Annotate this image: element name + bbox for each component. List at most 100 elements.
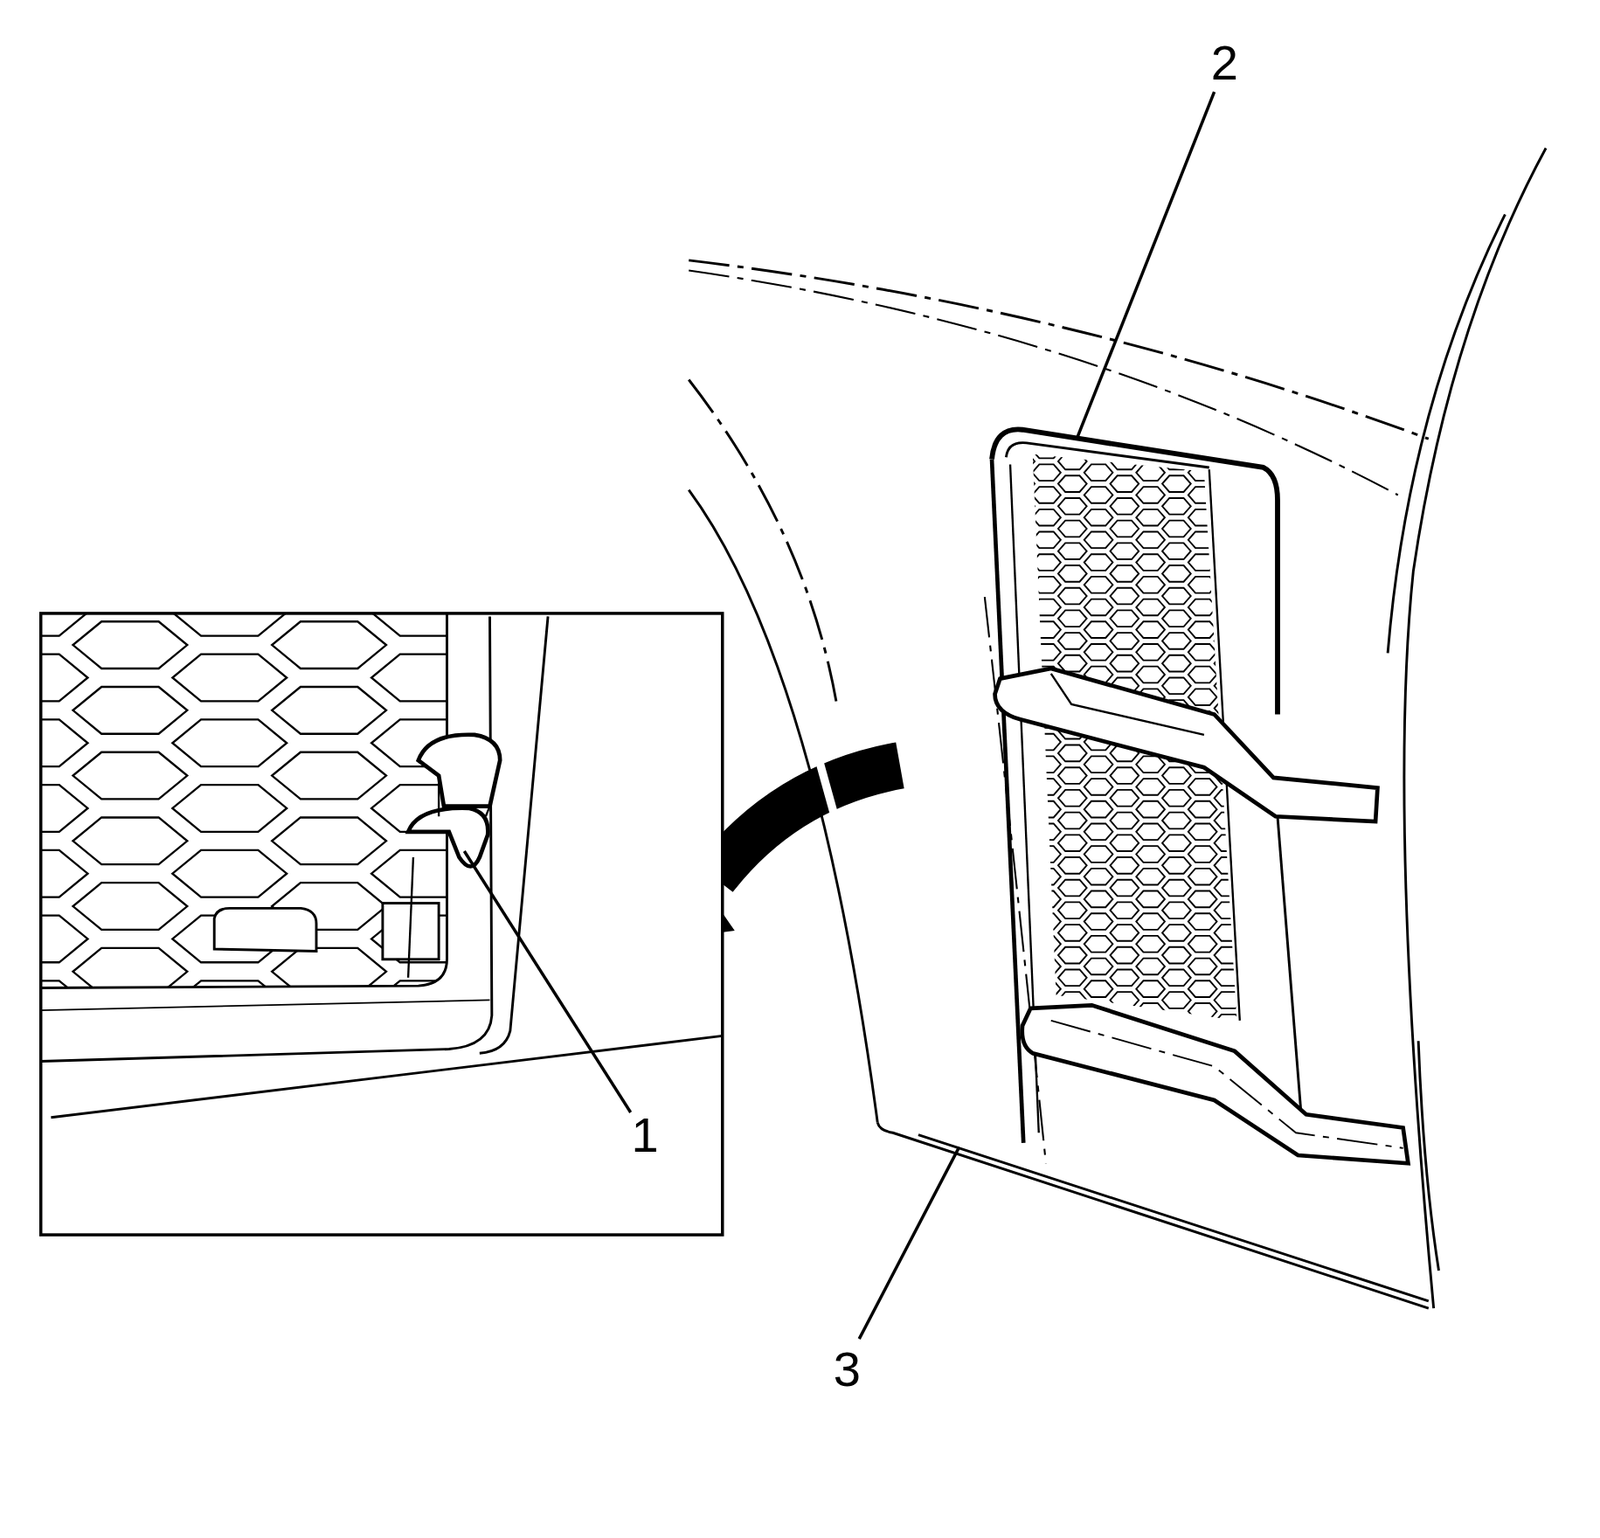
mesh-cell <box>1214 565 1244 582</box>
mesh-cell <box>1214 632 1244 650</box>
mesh-cell <box>1214 969 1244 986</box>
mesh-cell <box>1032 935 1061 953</box>
mesh-cell <box>1135 778 1165 796</box>
mesh-cell <box>1032 734 1061 751</box>
mesh-cell <box>1135 913 1165 930</box>
mesh-cell <box>1188 935 1218 953</box>
mesh-cell <box>1188 688 1218 706</box>
mesh-cell <box>1005 991 1035 1009</box>
mesh-cell <box>1188 980 1218 998</box>
mesh-cell <box>1005 722 1035 740</box>
mesh-cell <box>1135 980 1165 998</box>
mesh-cell <box>271 686 387 735</box>
mesh-cell <box>1084 801 1114 818</box>
mesh-cell <box>1214 542 1244 560</box>
mesh-cell <box>1109 609 1139 627</box>
mesh-cell <box>1109 453 1139 471</box>
mesh-cell <box>1239 532 1269 549</box>
mesh-cell <box>1188 778 1218 796</box>
mesh-cell <box>1084 980 1114 998</box>
mesh-cell <box>1032 554 1061 571</box>
mesh-cell <box>1032 644 1061 661</box>
mesh-cell <box>1109 991 1139 1009</box>
mesh-cell <box>1162 947 1192 964</box>
mesh-cell <box>1109 565 1139 582</box>
mesh-cell <box>1058 453 1088 471</box>
mesh-cell <box>1109 947 1139 964</box>
mesh-cell <box>1084 868 1114 886</box>
mesh-cell <box>1188 554 1218 571</box>
mesh-cell <box>1084 755 1114 773</box>
mesh-cell <box>1135 576 1165 594</box>
mesh-cell <box>41 784 89 832</box>
mesh-cell <box>1239 442 1269 459</box>
mesh-cell <box>1005 745 1035 762</box>
mesh-cell <box>1084 532 1114 549</box>
mesh-cell <box>1109 969 1139 986</box>
mesh-cell <box>1058 924 1088 942</box>
mesh-cell <box>1239 509 1269 527</box>
mesh-cell <box>1162 834 1192 852</box>
mesh-cell <box>1162 609 1192 627</box>
mesh-cell <box>1005 834 1035 852</box>
mesh-cell <box>1058 834 1088 852</box>
mesh-cell <box>1162 857 1192 874</box>
mesh-cell <box>1109 588 1139 605</box>
mesh-cell <box>1239 891 1269 908</box>
mesh-cell <box>1214 677 1244 694</box>
mesh-cell <box>1058 542 1088 560</box>
mesh-cell <box>1239 621 1269 638</box>
mesh-cell <box>172 850 287 898</box>
mesh-cell <box>1005 430 1035 448</box>
mesh-cell <box>72 882 188 930</box>
callout-number: 2 <box>1211 38 1239 88</box>
mesh-cell <box>1239 935 1269 953</box>
mesh-cell <box>1214 1014 1244 1032</box>
mesh-cell <box>1239 486 1269 504</box>
mesh-cell <box>1188 666 1218 684</box>
mesh-cell <box>1162 789 1192 807</box>
mesh-cell <box>1135 442 1165 459</box>
mesh-cell <box>1084 509 1114 527</box>
mesh-cell <box>1135 464 1165 481</box>
mesh-cell <box>1162 767 1192 784</box>
mesh-cell <box>1214 812 1244 830</box>
fender-panel <box>688 147 1546 1309</box>
mesh-cell <box>41 719 89 767</box>
mesh-cell <box>72 621 188 669</box>
mesh-cell <box>1135 621 1165 638</box>
mesh-cell <box>1239 868 1269 886</box>
mesh-cell <box>1162 588 1192 605</box>
mesh-cell <box>1188 891 1218 908</box>
mesh-cell <box>1058 588 1088 605</box>
mesh-cell <box>172 613 287 637</box>
mesh-cell <box>1188 958 1218 976</box>
mesh-cell <box>1084 845 1114 863</box>
mesh-cell <box>1214 588 1244 605</box>
mesh-cell <box>1109 789 1139 807</box>
mesh-cell <box>1058 879 1088 897</box>
mesh-cell <box>1135 644 1165 661</box>
mesh-cell <box>1239 913 1269 930</box>
mesh-cell <box>1109 430 1139 448</box>
mesh-cell <box>1135 486 1165 504</box>
mesh-cell <box>371 980 486 1028</box>
detail-inset <box>0 588 723 1235</box>
callout-number: 3 <box>833 1344 861 1394</box>
mesh-cell <box>1162 430 1192 448</box>
mesh-cell <box>1084 778 1114 796</box>
mesh-cell <box>1032 621 1061 638</box>
mesh-cell <box>1188 532 1218 549</box>
mesh-cell <box>1135 801 1165 818</box>
mesh-cell <box>1214 430 1244 448</box>
mesh-cell <box>1058 812 1088 830</box>
mesh-cell <box>271 817 387 865</box>
mesh-cell <box>1135 868 1165 886</box>
mesh-cell <box>1005 901 1035 919</box>
mesh-cell <box>1162 520 1192 538</box>
mesh-cell <box>1214 655 1244 672</box>
mesh-cell <box>1214 924 1244 942</box>
mesh-cell <box>1032 845 1061 863</box>
mesh-cell <box>1109 632 1139 650</box>
vent-grille <box>991 429 1408 1164</box>
